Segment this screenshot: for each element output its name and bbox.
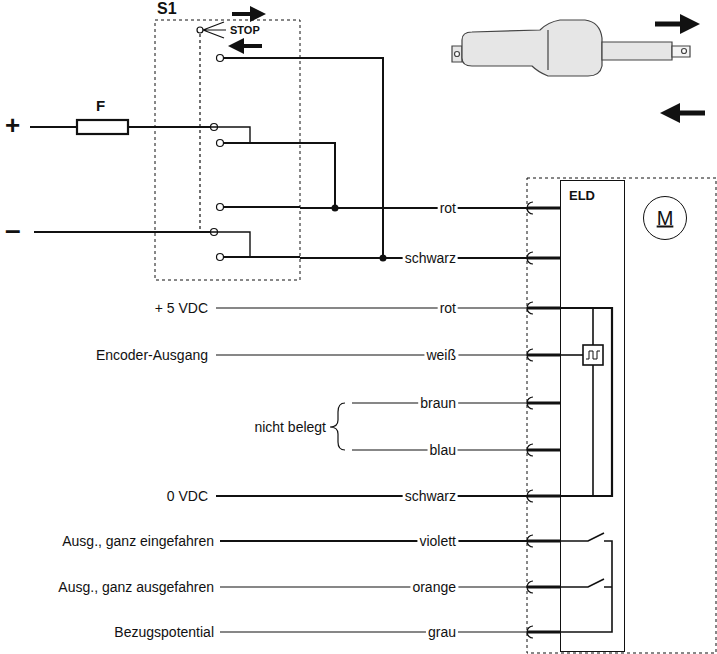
- signal-name: Ausg., ganz eingefahren: [62, 533, 214, 549]
- signal-wires: [216, 308, 527, 632]
- switch-position: STOP: [230, 24, 260, 37]
- electronics-box: ELD: [560, 180, 625, 652]
- wire-color: violett: [417, 533, 458, 549]
- wire-color: grau: [426, 624, 458, 640]
- switch-box: S1: [155, 20, 300, 280]
- wire-color: rot: [438, 200, 458, 216]
- signal-name: Encoder-Ausgang: [96, 347, 208, 363]
- node-label: ELD: [569, 189, 595, 204]
- bracket: [330, 403, 345, 450]
- signal-name: 0 VDC: [167, 488, 208, 504]
- signal-name: Bezugspotential: [114, 624, 214, 640]
- wire-color: braun: [418, 395, 458, 411]
- wire-color: rot: [438, 300, 458, 316]
- connector-jacks: [527, 202, 560, 638]
- wire-color: weiß: [424, 347, 458, 363]
- wire-color: schwarz: [403, 250, 458, 266]
- motor-symbol: M: [643, 196, 687, 240]
- actuator-illustration: [452, 20, 690, 76]
- node-label: S1: [157, 0, 177, 18]
- wire: [300, 207, 560, 209]
- fuse-label: F: [96, 97, 105, 114]
- eld-internal-wiring: [560, 308, 612, 632]
- fuse-symbol: [77, 120, 128, 134]
- wire-color: orange: [410, 579, 458, 595]
- switch-box-outline: [155, 20, 300, 280]
- signal-name: nicht belegt: [254, 419, 326, 435]
- supply-wires: [30, 120, 250, 257]
- signal-name: + 5 VDC: [155, 300, 208, 316]
- switch-contacts: [197, 14, 262, 261]
- encoder-symbol: [583, 345, 603, 365]
- wire-color: schwarz: [403, 488, 458, 504]
- switch-wires: [224, 58, 386, 261]
- signal-name: Ausg., ganz ausgefahren: [58, 579, 214, 595]
- actuator-housing: [527, 178, 716, 653]
- polarity-sign: +: [5, 111, 20, 141]
- polarity-sign: –: [5, 214, 21, 246]
- direction-arrows: [655, 24, 705, 113]
- wire-color: blau: [428, 442, 458, 458]
- node-label: M: [657, 207, 674, 230]
